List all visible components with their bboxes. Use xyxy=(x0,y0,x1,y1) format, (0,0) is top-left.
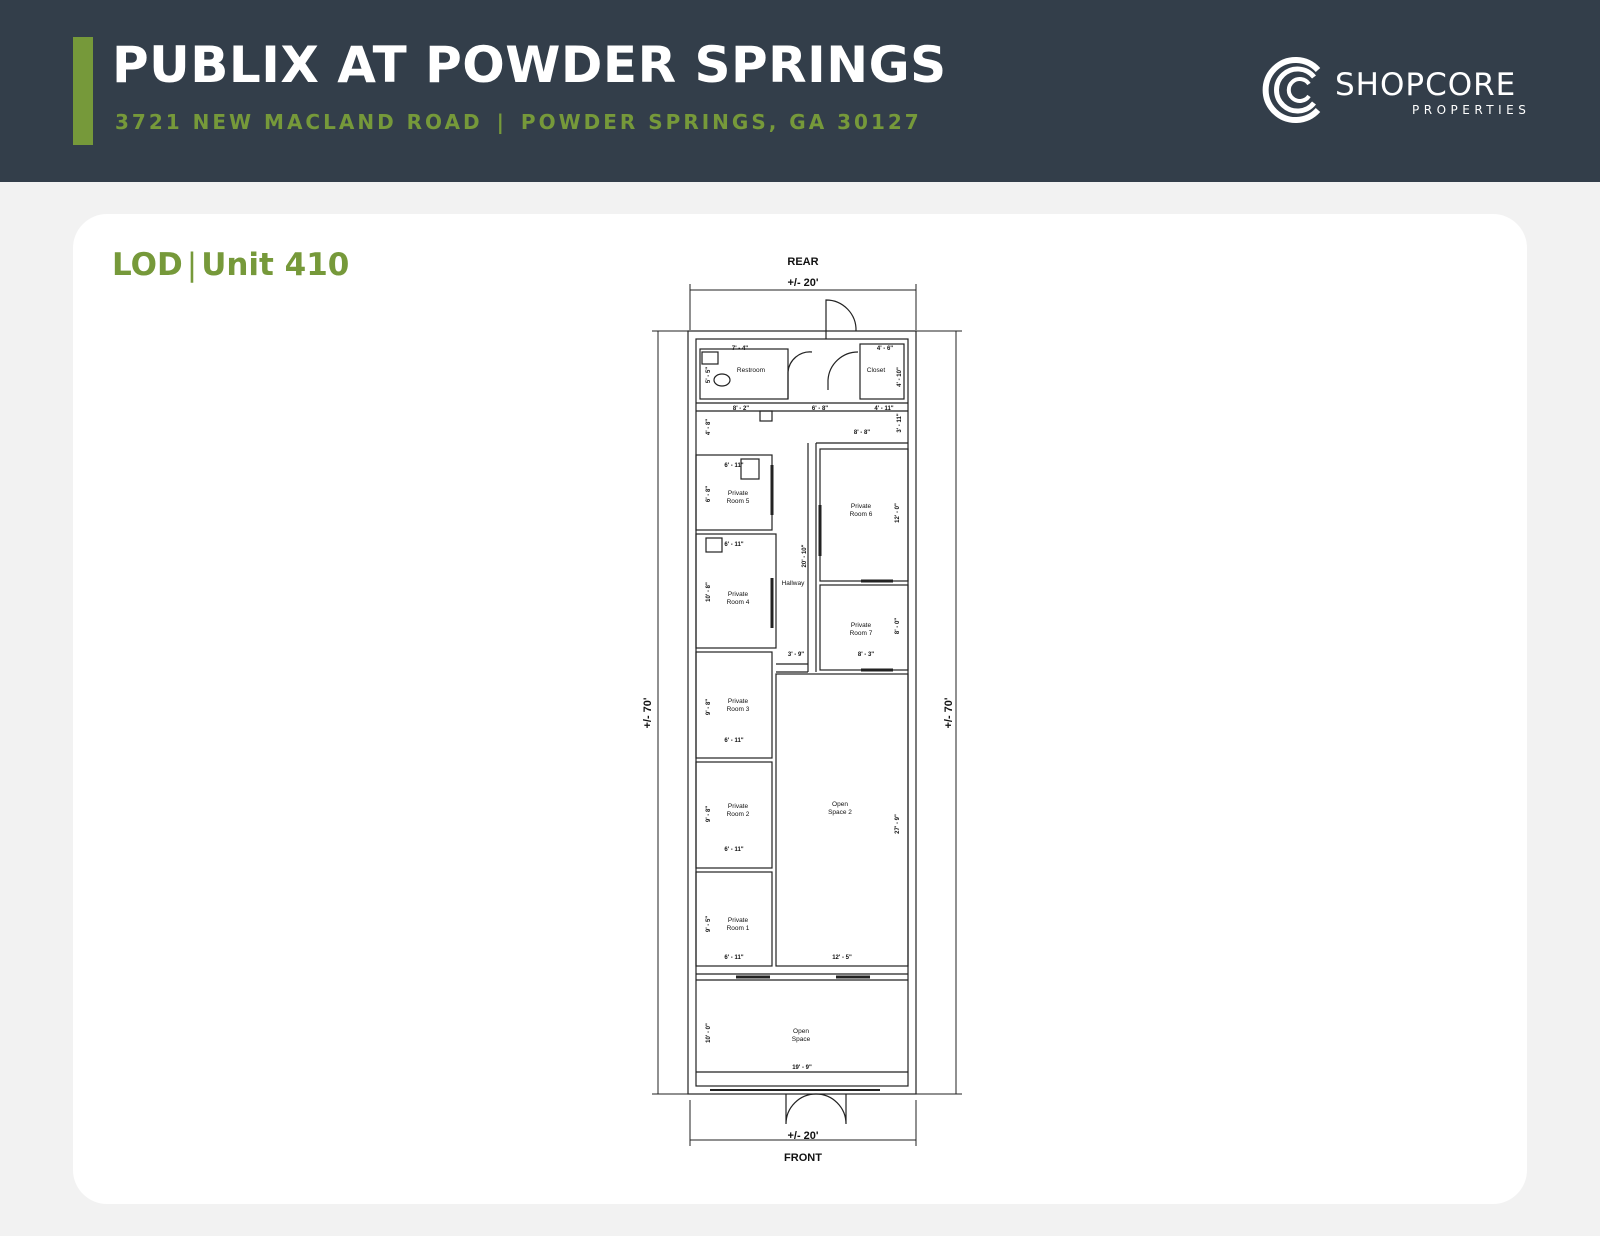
room-label-os-line1: Open xyxy=(793,1028,809,1035)
page-title: PUBLIX AT POWDER SPRINGS xyxy=(112,36,947,94)
dim-pr2-w: 6' - 11" xyxy=(724,847,743,853)
room-label-pr4-line1: Private xyxy=(728,591,749,598)
width-bottom-label: +/- 20' xyxy=(787,1130,818,1142)
room-label-pr5-line2: Room 5 xyxy=(727,498,750,505)
private-room-2-walls xyxy=(695,761,773,869)
dim-corr-w1: 8' - 2" xyxy=(733,406,749,412)
closet-door-swing xyxy=(827,351,859,390)
address-city: POWDER SPRINGS, GA 30127 xyxy=(520,110,922,134)
room-label-pr5-line1: Private xyxy=(728,490,749,497)
room-label-restroom: Restroom xyxy=(737,367,765,374)
exterior-wall-outer xyxy=(687,330,917,1095)
property-address: 3721 NEW MACLAND ROAD | POWDER SPRINGS, GA… xyxy=(115,112,922,132)
dim-pr5-w: 6' - 11" xyxy=(724,463,743,469)
dim-corr-h: 4' - 8" xyxy=(706,419,712,435)
dim-pr6-w: 8' - 8" xyxy=(854,430,870,436)
dim-pr3-h: 9' - 8" xyxy=(706,699,712,715)
logo-subtitle: PROPERTIES xyxy=(1412,103,1531,117)
room-label-pr1-line2: Room 1 xyxy=(727,925,750,932)
dim-hall-w: 3' - 9" xyxy=(788,652,804,658)
dim-step-h: 3' - 11" xyxy=(897,413,903,432)
private-room-3-walls xyxy=(695,651,773,759)
dim-hall-h: 20' - 10" xyxy=(802,544,808,567)
unit-label: Unit 410 xyxy=(201,247,350,283)
accent-bar xyxy=(73,37,93,145)
dim-restroom-w: 7' - 4" xyxy=(732,346,748,352)
address-separator: | xyxy=(496,110,507,134)
fixture-room-4 xyxy=(705,537,723,553)
dim-pr7-h: 8' - 0" xyxy=(895,618,901,634)
room-label-pr2-line1: Private xyxy=(728,803,749,810)
room-label-os2-line1: Open xyxy=(832,801,848,808)
unit-heading: LOD|Unit 410 xyxy=(112,250,349,281)
room-label-pr3-line1: Private xyxy=(728,698,749,705)
unit-prefix: LOD xyxy=(112,247,183,283)
room-label-pr3-line2: Room 3 xyxy=(727,706,750,713)
dim-pr2-h: 9' - 8" xyxy=(706,806,712,822)
room-label-os-line2: Space xyxy=(792,1036,811,1043)
logo-name: SHOPCORE xyxy=(1335,67,1517,103)
dim-closet-w: 4' - 6" xyxy=(877,346,893,352)
depth-right-label: +/- 70' xyxy=(943,697,955,728)
depth-left-label: +/- 70' xyxy=(642,697,654,728)
dim-os2-h: 27' - 9" xyxy=(895,814,901,834)
private-room-1-walls xyxy=(695,871,773,967)
dim-corr-w2: 6' - 8" xyxy=(812,406,828,412)
dim-pr7-w: 8' - 3" xyxy=(858,652,874,658)
restroom-door-swing xyxy=(787,351,813,399)
room-label-os2-line2: Space 2 xyxy=(828,809,852,816)
room-label-pr4-line2: Room 4 xyxy=(727,599,750,606)
private-room-4-walls xyxy=(695,533,777,649)
dim-pr4-h: 10' - 8" xyxy=(706,582,712,602)
shopcore-c-logo-icon xyxy=(1262,57,1321,123)
dim-pr1-w: 6' - 11" xyxy=(724,955,743,961)
address-street: 3721 NEW MACLAND ROAD xyxy=(115,110,483,134)
fixture-room-5 xyxy=(740,458,760,480)
room-label-pr1-line1: Private xyxy=(728,917,749,924)
header-banner: PUBLIX AT POWDER SPRINGS 3721 NEW MACLAN… xyxy=(0,0,1600,182)
width-top-label: +/- 20' xyxy=(787,277,818,289)
dim-pr3-w: 6' - 11" xyxy=(724,738,743,744)
dim-closet-h: 4' - 10" xyxy=(897,367,903,387)
dim-pr1-h: 9' - 5" xyxy=(706,916,712,932)
restroom-walls xyxy=(699,348,789,400)
dim-os-h: 10' - 0" xyxy=(706,1023,712,1043)
room-label-pr6-line1: Private xyxy=(851,503,872,510)
dim-os2-w: 12' - 5" xyxy=(832,955,852,961)
room-label-hallway: Hallway xyxy=(782,580,806,587)
toilet xyxy=(713,373,731,387)
floorplan-card xyxy=(73,214,1527,1204)
open-space-2-walls xyxy=(775,673,909,967)
rear-door-swing xyxy=(825,299,857,339)
shopcore-logo: SHOPCORE PROPERTIES xyxy=(1262,56,1534,128)
dim-pr5-h: 6' - 8" xyxy=(706,486,712,502)
floor-plan: REAR +/- 20' +/- 20' FRONT +/- 70' +/- 7… xyxy=(642,256,962,1164)
room-label-pr2-line2: Room 2 xyxy=(727,811,750,818)
room-label-pr7-line1: Private xyxy=(851,622,872,629)
water-heater xyxy=(759,410,773,422)
dim-corr-w3: 4' - 11" xyxy=(874,406,893,412)
closet-walls xyxy=(859,343,905,400)
dim-pr4-w: 6' - 11" xyxy=(724,542,743,548)
dim-pr6-h: 12' - 0" xyxy=(895,503,901,523)
front-door-swing xyxy=(785,1093,817,1125)
room-label-pr6-line2: Room 6 xyxy=(850,511,873,518)
rear-label: REAR xyxy=(787,256,818,268)
unit-separator: | xyxy=(186,247,198,283)
dim-os-w: 19' - 9" xyxy=(792,1065,812,1071)
dim-restroom-h: 5' - 5" xyxy=(706,367,712,383)
sink xyxy=(701,351,719,365)
front-label: FRONT xyxy=(784,1152,822,1164)
room-label-pr7-line2: Room 7 xyxy=(850,630,873,637)
room-label-closet: Closet xyxy=(867,367,886,374)
